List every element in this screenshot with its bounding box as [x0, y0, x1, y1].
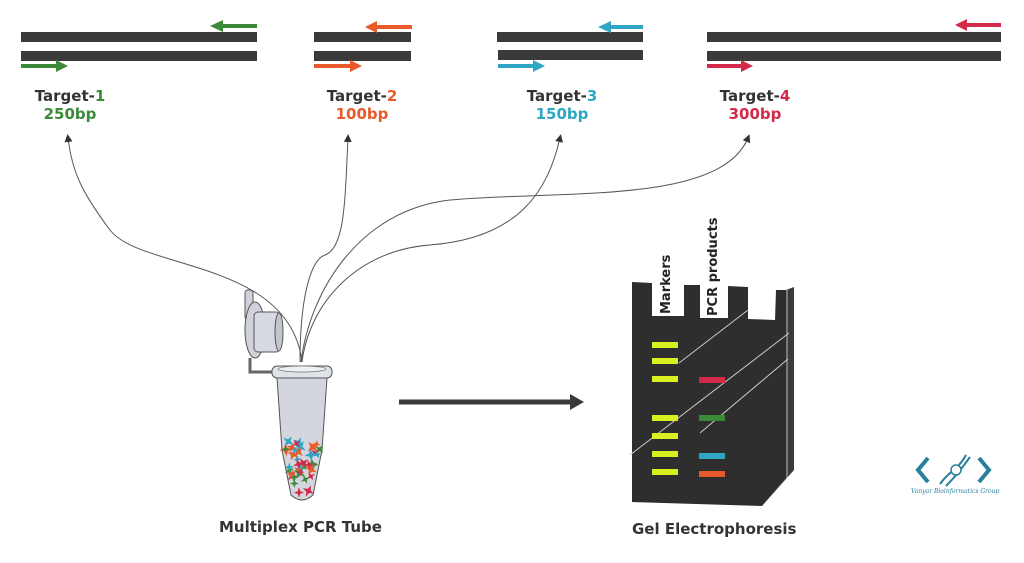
- dna-strand-top: [497, 32, 643, 42]
- target-size: 100bp: [335, 105, 389, 123]
- target-size: 150bp: [535, 105, 589, 123]
- reverse-primer-arrow-icon: [598, 21, 643, 33]
- tube-hinge: [248, 358, 272, 374]
- logo: [915, 454, 992, 487]
- forward-primer-arrow-icon: [707, 60, 753, 72]
- connector-curves: [64, 134, 751, 363]
- primer-star-icon: [305, 463, 317, 476]
- marker-band: [652, 342, 678, 348]
- primer-star-icon: [281, 445, 290, 454]
- curve-to-target-2: [299, 134, 352, 363]
- marker-band: [652, 433, 678, 439]
- target-name: Target-: [326, 87, 387, 105]
- primer-star-icon: [284, 462, 295, 472]
- primer-star-icon: [304, 459, 314, 470]
- primer-star-icon: [288, 471, 300, 483]
- target-1-dna: [21, 20, 257, 72]
- product-band: [699, 415, 725, 421]
- primer-star-icon: [286, 469, 297, 480]
- target-name: Target-: [526, 87, 587, 105]
- forward-primer-arrow-icon: [314, 60, 362, 72]
- tube-caption: Multiplex PCR Tube: [219, 518, 382, 536]
- target-3-label: Target-3 150bp: [522, 87, 602, 123]
- target-size: 300bp: [728, 105, 782, 123]
- primer-star-icon: [287, 448, 299, 461]
- marker-band: [652, 451, 678, 457]
- forward-primer-arrow-icon: [498, 60, 545, 72]
- primer-star-icon: [293, 487, 305, 498]
- dna-strand-bottom: [21, 51, 257, 61]
- target-2-dna: [314, 21, 412, 72]
- dna-strand-top: [314, 32, 411, 42]
- primer-star-icon: [293, 458, 304, 470]
- curve-to-target-3: [301, 134, 563, 363]
- marker-band: [652, 358, 678, 364]
- target-4-dna: [707, 19, 1001, 72]
- pcr-tube: [244, 289, 333, 501]
- target-name: Target-: [34, 87, 95, 105]
- target-number: 2: [386, 87, 398, 105]
- primer-star-icon: [293, 455, 302, 464]
- lane-label-markers: Markers: [659, 254, 674, 314]
- dna-strand-bottom: [314, 51, 411, 61]
- primer-star-icon: [286, 442, 297, 453]
- logo-bracket-left-icon: [915, 456, 930, 484]
- target-name: Target-: [719, 87, 780, 105]
- logo-bracket-right-icon: [977, 456, 992, 484]
- reverse-primer-arrow-icon: [210, 20, 257, 32]
- marker-band: [652, 469, 678, 475]
- primer-star-icon: [289, 479, 299, 488]
- gel: [629, 282, 794, 506]
- primer-star-icon: [302, 485, 314, 497]
- dna-strand-bottom: [707, 51, 1001, 61]
- primer-mix: [279, 436, 324, 498]
- dna-strand-bottom: [498, 50, 643, 60]
- product-band: [699, 453, 725, 459]
- primer-star-icon: [296, 468, 305, 477]
- product-band: [699, 377, 725, 383]
- target-number: 3: [586, 87, 598, 105]
- curve-to-target-1: [64, 134, 303, 363]
- primer-star-icon: [304, 448, 318, 462]
- target-2-label: Target-2 100bp: [322, 87, 402, 123]
- curve-to-target-4: [300, 134, 751, 363]
- marker-band: [652, 415, 678, 421]
- marker-bands: [652, 342, 678, 475]
- primer-star-icon: [291, 446, 299, 455]
- logo-text: Vanyar Bioinformatics Group: [911, 488, 1000, 495]
- primer-star-icon: [306, 472, 315, 481]
- dna-strand-top: [21, 32, 257, 42]
- product-bands: [699, 377, 725, 477]
- gel-caption: Gel Electrophoresis: [632, 520, 797, 538]
- process-arrow-icon: [399, 394, 584, 410]
- target-number: 1: [94, 87, 106, 105]
- target-number: 4: [779, 87, 791, 105]
- magnifier-icon: [950, 464, 962, 476]
- primer-star-icon: [292, 439, 301, 448]
- reverse-primer-arrow-icon: [365, 21, 412, 33]
- primer-star-icon: [312, 440, 321, 449]
- primer-star-icon: [283, 436, 294, 447]
- target-size: 250bp: [43, 105, 97, 123]
- primer-star-icon: [300, 475, 310, 484]
- primer-star-icon: [313, 451, 321, 459]
- target-1-label: Target-1 250bp: [30, 87, 110, 123]
- lane-label-pcr-products: PCR products: [706, 217, 721, 316]
- forward-primer-arrow-icon: [21, 60, 68, 72]
- target-3-dna: [497, 21, 643, 72]
- reverse-primer-arrow-icon: [955, 19, 1001, 31]
- product-band: [699, 471, 725, 477]
- marker-band: [652, 376, 678, 382]
- target-4-label: Target-4 300bp: [715, 87, 795, 123]
- dna-strand-top: [707, 32, 1001, 42]
